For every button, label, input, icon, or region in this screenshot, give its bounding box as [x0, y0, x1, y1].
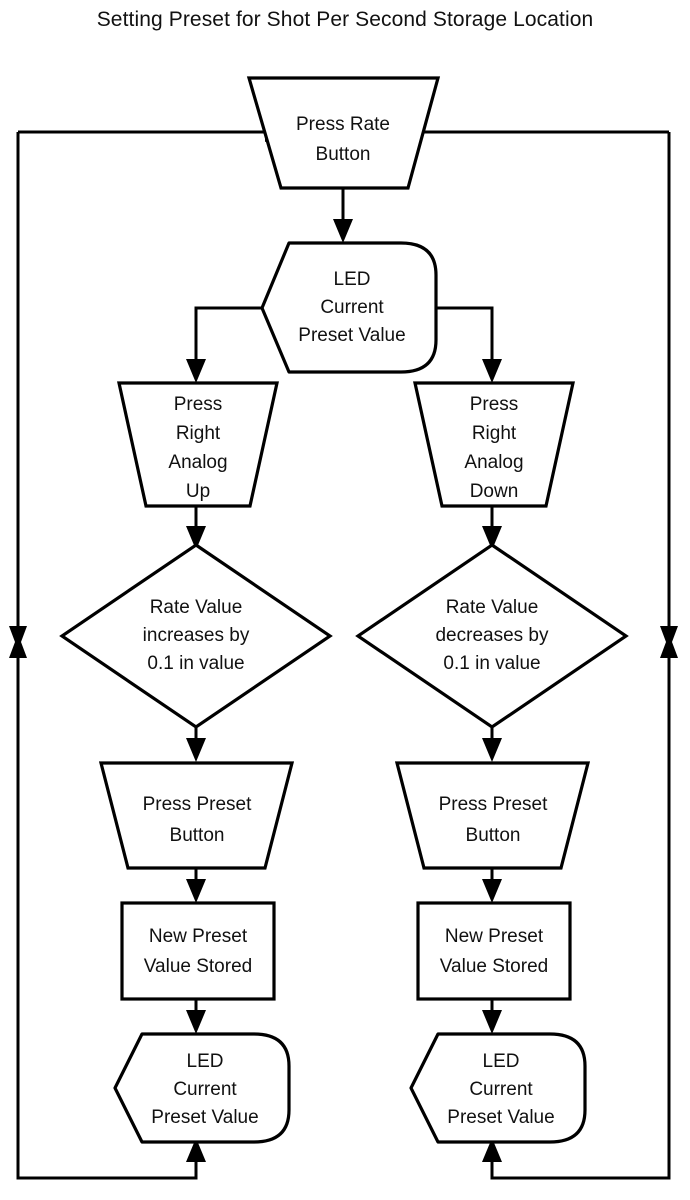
node-label-line: Press Preset: [439, 794, 548, 815]
node-label-line: Press: [174, 394, 223, 415]
node-label-line: LED: [483, 1051, 520, 1072]
node-label-line: Button: [466, 825, 521, 846]
node-label-line: Up: [186, 481, 210, 502]
node-led-current-preset-value-bottom-left[interactable]: LED Current Preset Value: [113, 1032, 291, 1144]
node-led-current-preset-value-top[interactable]: LED Current Preset Value: [260, 241, 438, 374]
arrowhead-up-into-bottom-right-led: [482, 1138, 502, 1162]
node-label-line: 0.1 in value: [443, 653, 540, 674]
arrowhead-down-to-increases: [186, 526, 206, 550]
node-label-line: Current: [173, 1079, 237, 1100]
node-label-line: Rate Value: [446, 597, 539, 618]
node-label-line: New Preset: [149, 926, 248, 947]
arrowhead-down-to-analog-up: [186, 359, 206, 383]
node-rate-value-decreases[interactable]: Rate Value decreases by 0.1 in value: [355, 543, 629, 729]
edge-right-return-loop: [396, 122, 678, 1180]
edge-led-to-analog-up: [186, 306, 262, 383]
node-label-line: Analog: [464, 452, 523, 473]
node-label-line: Press Preset: [143, 794, 252, 815]
edge-stored-right-to-led-right: [482, 999, 502, 1034]
edge-analog-up-to-increases: [186, 506, 206, 550]
node-new-preset-value-stored-right[interactable]: New Preset Value Stored: [416, 901, 572, 1001]
arrowhead-down-to-preset-left: [186, 738, 206, 762]
node-label-line: decreases by: [435, 625, 549, 646]
arrowhead-down-to-stored-right: [482, 879, 502, 903]
arrowhead-down-to-stored-left: [186, 879, 206, 903]
node-label-line: Preset Value: [447, 1107, 554, 1128]
edge-analog-down-to-decreases: [482, 506, 502, 550]
node-label-line: Preset Value: [151, 1107, 258, 1128]
node-label-line: Button: [170, 825, 225, 846]
node-led-current-preset-value-bottom-right[interactable]: LED Current Preset Value: [409, 1032, 587, 1144]
node-label-line: Current: [469, 1079, 533, 1100]
node-label-line: Rate Value: [150, 597, 243, 618]
edge-led-to-analog-down: [428, 306, 502, 383]
node-label-line: Down: [470, 481, 519, 502]
arrowhead-up-into-bottom-left-led: [186, 1138, 206, 1162]
node-label-line: Right: [176, 423, 221, 444]
edge-press-rate-to-led: [333, 188, 353, 243]
node-press-preset-button-right[interactable]: Press Preset Button: [394, 761, 591, 870]
node-label-line: Value Stored: [440, 956, 548, 977]
edge-stored-left-to-led-left: [186, 999, 206, 1034]
node-label-line: New Preset: [445, 926, 544, 947]
node-label-line: Analog: [168, 452, 227, 473]
node-press-rate-button[interactable]: Press Rate Button: [246, 76, 441, 190]
node-press-right-analog-down[interactable]: Press Right Analog Down: [413, 381, 575, 508]
node-label-line: Button: [316, 144, 371, 165]
arrowhead-down-to-analog-down: [482, 359, 502, 383]
arrowhead-down-to-led-top: [333, 219, 353, 243]
node-rate-value-increases[interactable]: Rate Value increases by 0.1 in value: [59, 543, 333, 729]
node-press-preset-button-left[interactable]: Press Preset Button: [98, 761, 295, 870]
arrowhead-down-to-bottom-left-led: [186, 1010, 206, 1034]
arrowhead-up-right-mid: [660, 634, 678, 658]
node-label-line: LED: [334, 269, 371, 290]
edge-preset-left-to-stored-left: [186, 868, 206, 903]
edge-preset-right-to-stored-right: [482, 868, 502, 903]
node-label-line: LED: [187, 1051, 224, 1072]
node-label-line: Preset Value: [298, 325, 405, 346]
node-label-line: Value Stored: [144, 956, 252, 977]
arrowhead-down-to-decreases: [482, 526, 502, 550]
node-label-line: Current: [320, 297, 384, 318]
arrowhead-up-left-mid: [9, 634, 27, 658]
node-label-line: Right: [472, 423, 517, 444]
arrowhead-down-to-preset-right: [482, 738, 502, 762]
node-new-preset-value-stored-left[interactable]: New Preset Value Stored: [120, 901, 276, 1001]
page-title: Setting Preset for Shot Per Second Stora…: [96, 8, 594, 31]
node-label-line: increases by: [143, 625, 250, 646]
node-press-right-analog-up[interactable]: Press Right Analog Up: [117, 381, 279, 508]
node-label-line: Press Rate: [296, 114, 390, 135]
arrowhead-down-to-bottom-right-led: [482, 1010, 502, 1034]
node-label-line: Press: [470, 394, 519, 415]
node-label-line: 0.1 in value: [147, 653, 244, 674]
